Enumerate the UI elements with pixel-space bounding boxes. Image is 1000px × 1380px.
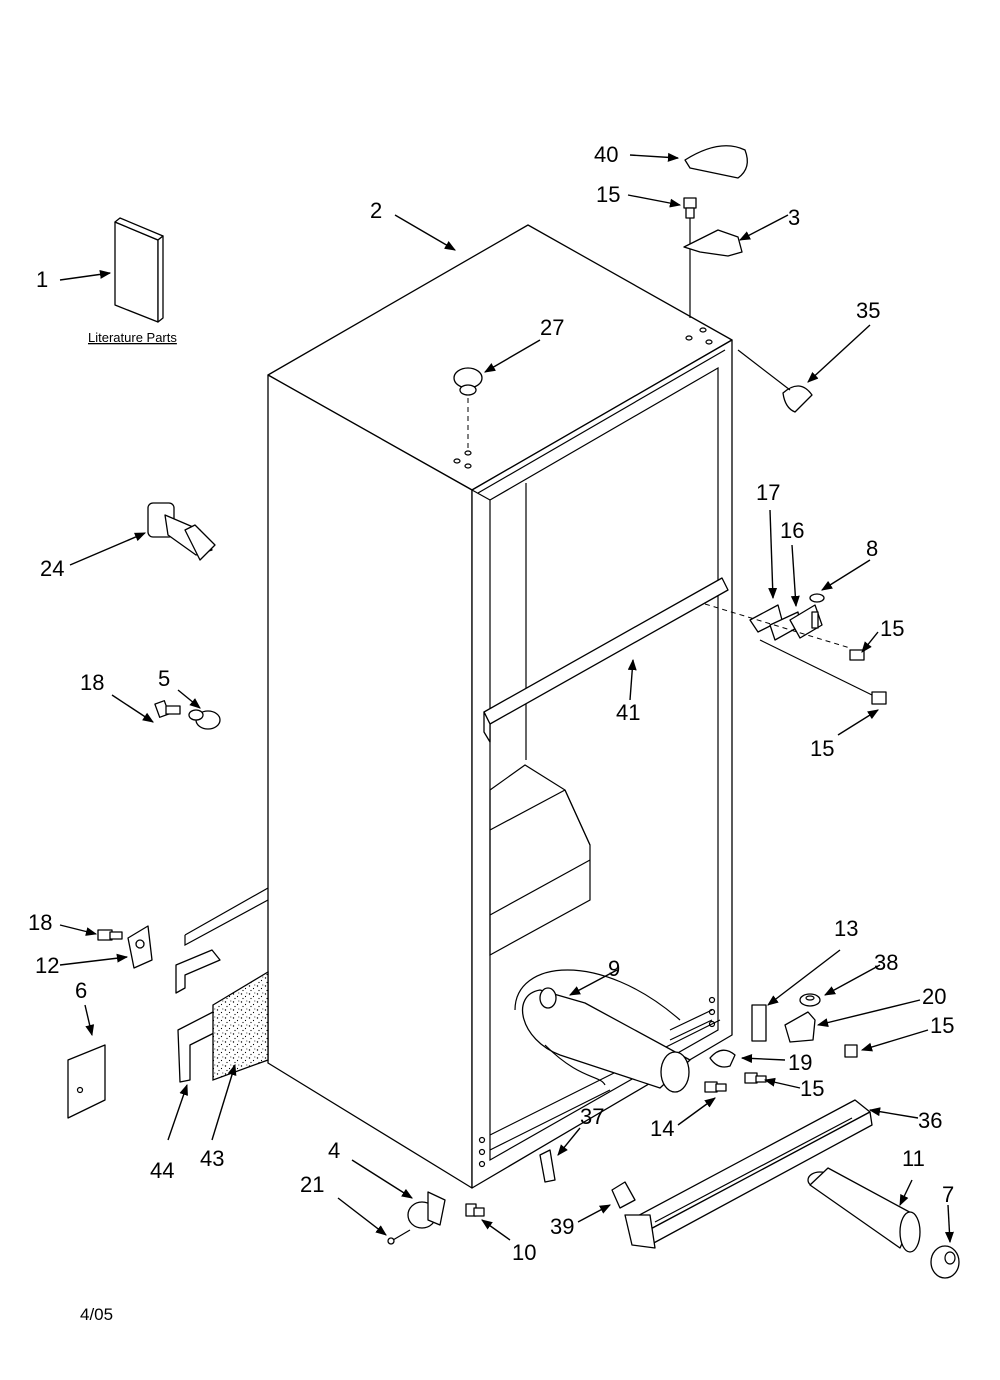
- cover-plate-6: [67, 1044, 106, 1119]
- callout-19: 19: [788, 1050, 812, 1075]
- screw-21: [392, 1229, 411, 1241]
- callout-41: 41: [616, 700, 640, 725]
- callout-17: 17: [756, 480, 780, 505]
- callout-39: 39: [550, 1214, 574, 1239]
- screw-18-upper: [154, 700, 181, 718]
- callout-13: 13: [834, 916, 858, 941]
- hinge-screw: [683, 197, 697, 318]
- callout-4: 4: [328, 1138, 340, 1163]
- hinge-pin-cover: [782, 385, 813, 413]
- callout-12: 12: [35, 953, 59, 978]
- callout-15-filter: 15: [800, 1076, 824, 1101]
- callout-10: 10: [512, 1240, 536, 1265]
- screw-18-lower: [97, 929, 123, 941]
- center-hinge-16: [789, 604, 823, 639]
- bracket-20: [784, 1011, 816, 1043]
- date-code: 4/05: [80, 1305, 113, 1324]
- door-stop: [147, 502, 216, 561]
- callout-40: 40: [594, 142, 618, 167]
- callout-15-top: 15: [596, 182, 620, 207]
- plate-13: [751, 1004, 767, 1042]
- top-hinge-cover: [684, 145, 748, 179]
- screw-10: [465, 1203, 485, 1217]
- callout-20: 20: [922, 984, 946, 1009]
- leader-lines: [59, 152, 954, 1244]
- callout-21: 21: [300, 1172, 324, 1197]
- callout-38: 38: [874, 950, 898, 975]
- screw-15-hinge-b: [871, 691, 887, 705]
- callout-16: 16: [780, 518, 804, 543]
- filter-housing-9: [514, 969, 691, 1093]
- callout-18-upper: 18: [80, 670, 104, 695]
- plug-button: [453, 367, 483, 450]
- callout-36: 36: [918, 1108, 942, 1133]
- filter-rail-36: [624, 1099, 873, 1249]
- clip-39: [611, 1181, 636, 1209]
- callout-24: 24: [40, 556, 64, 581]
- callout-18-lower: 18: [28, 910, 52, 935]
- filter-cap-7: [930, 1245, 960, 1279]
- callout-37: 37: [580, 1104, 604, 1129]
- callout-3: 3: [788, 205, 800, 230]
- callout-15-bracket: 15: [930, 1013, 954, 1038]
- callout-7: 7: [942, 1182, 954, 1207]
- callout-14: 14: [650, 1116, 674, 1141]
- callout-35: 35: [856, 298, 880, 323]
- clip-37: [539, 1149, 556, 1183]
- callout-15-hinge-a: 15: [880, 616, 904, 641]
- divider-rail-end: [483, 711, 491, 743]
- callout-8: 8: [866, 536, 878, 561]
- callout-1: 1: [36, 267, 48, 292]
- top-hinge: [683, 229, 743, 257]
- callout-43: 43: [200, 1146, 224, 1171]
- clip-19: [709, 1049, 736, 1068]
- filter-cartridge-11: [807, 1167, 921, 1253]
- callout-15-hinge-b: 15: [810, 736, 834, 761]
- washer-8: [809, 593, 825, 603]
- literature-booklet: [114, 217, 164, 323]
- callout-9: 9: [608, 956, 620, 981]
- literature-parts-label: Literature Parts: [88, 330, 177, 345]
- screw-15-bracket: [844, 1044, 858, 1058]
- part-4: [407, 1191, 446, 1229]
- bracket-12: [127, 925, 153, 969]
- callout-6: 6: [75, 978, 87, 1003]
- gasket-43: [212, 970, 269, 1081]
- screw-15-filter: [744, 1072, 767, 1084]
- callout-44: 44: [150, 1158, 174, 1183]
- callout-5: 5: [158, 666, 170, 691]
- clamp-5: [188, 709, 221, 730]
- cabinet-side: [267, 374, 473, 1189]
- screw-14: [704, 1081, 727, 1093]
- screw-15-hinge-a: [849, 649, 865, 661]
- callout-11: 11: [902, 1146, 925, 1171]
- callout-2: 2: [370, 198, 382, 223]
- callout-27: 27: [540, 315, 564, 340]
